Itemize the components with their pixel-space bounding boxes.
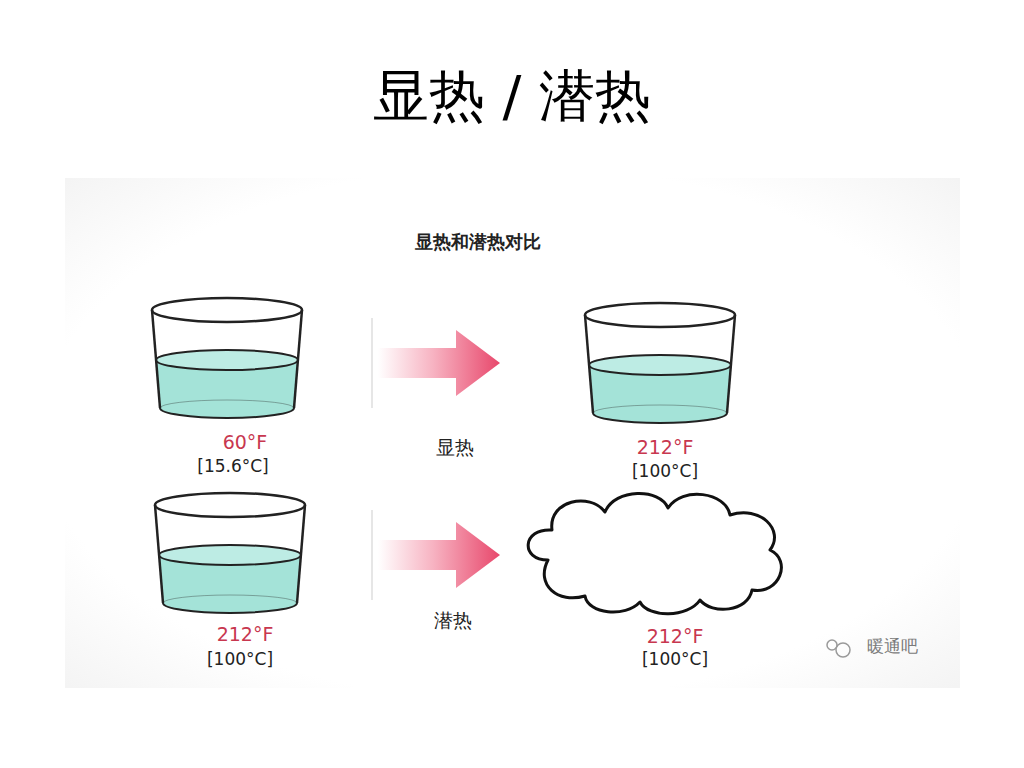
temperature: [15.6°C]	[197, 457, 269, 476]
water-cup	[152, 298, 302, 418]
heat-arrow	[378, 330, 500, 396]
temperature: [100°C]	[207, 650, 273, 669]
heat-arrow	[378, 522, 500, 588]
watermark: 暖通吧	[867, 637, 918, 656]
divider	[371, 318, 373, 408]
slide-title: 显热 / 潜热	[0, 62, 1024, 129]
temperature: 212°F	[217, 624, 274, 645]
temperature: 60°F	[223, 432, 268, 453]
steam-cloud	[528, 493, 781, 613]
temperature: [100°C]	[642, 650, 708, 669]
divider	[371, 510, 373, 600]
water-cup	[585, 303, 735, 423]
process-label: 显热	[436, 437, 474, 458]
temperature: 212°F	[647, 626, 704, 647]
temperature: [100°C]	[632, 462, 698, 481]
watermark-icon	[827, 640, 850, 657]
temperature: 212°F	[637, 437, 694, 458]
panel-heading: 显热和潜热对比	[415, 232, 541, 252]
water-cup	[155, 493, 305, 613]
process-label: 潜热	[434, 610, 472, 631]
image-panel	[65, 178, 960, 688]
